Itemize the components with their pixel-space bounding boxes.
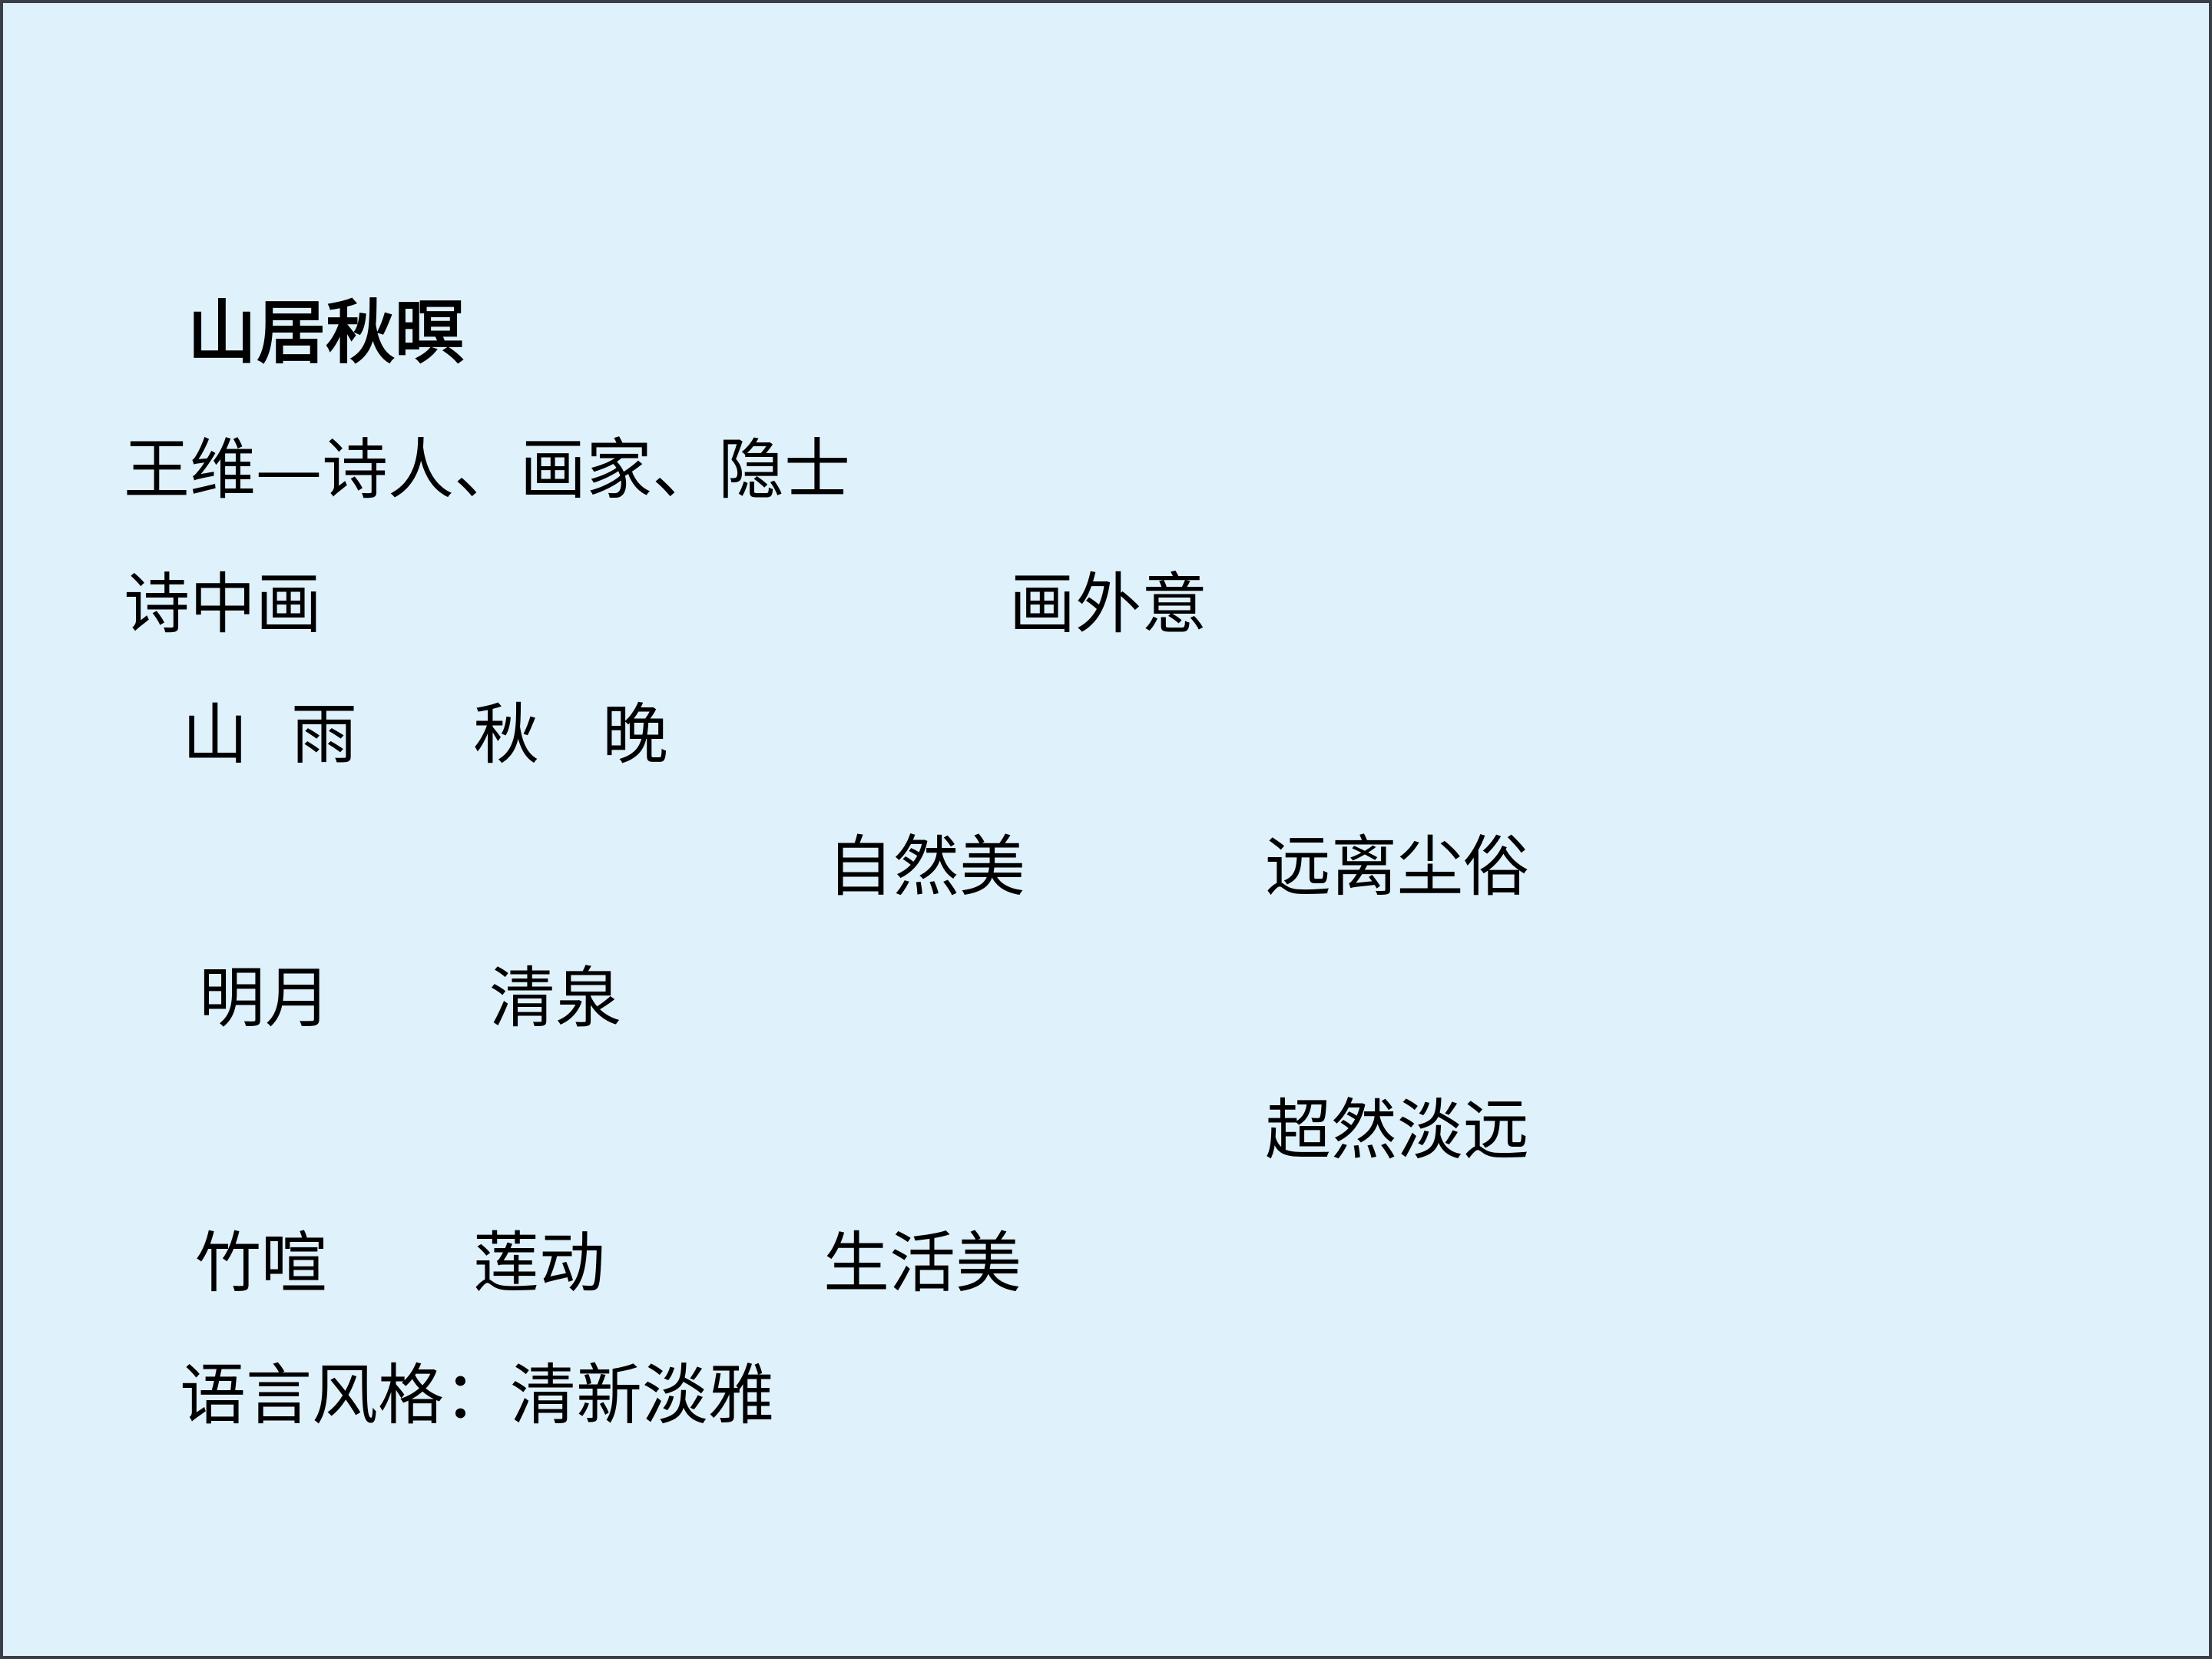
natural-beauty: 自然美 (827, 829, 1025, 906)
imagery-bamboo: 竹喧 (195, 1225, 327, 1302)
author-line: 王维—诗人、画家、隐士 (124, 432, 850, 508)
life-beauty: 生活美 (823, 1225, 1022, 1302)
imagery-rain: 雨 (291, 697, 357, 773)
imagery-spring: 清泉 (489, 960, 621, 1037)
imagery-mountain: 山 (182, 697, 248, 773)
language-style-line: 语言风格：清新淡雅 (180, 1357, 774, 1434)
heading-poetry-painting: 诗中画 (124, 566, 322, 643)
far-from-world: 远离尘俗 (1265, 829, 1529, 906)
imagery-moon: 明月 (199, 960, 331, 1037)
poem-title: 山居秋暝 (187, 292, 464, 373)
detached-tranquil: 超然淡远 (1265, 1092, 1529, 1169)
heading-beyond-painting: 画外意 (1009, 566, 1207, 643)
imagery-evening: 晚 (602, 697, 668, 773)
imagery-lotus: 莲动 (473, 1225, 605, 1302)
imagery-autumn: 秋 (473, 697, 539, 773)
